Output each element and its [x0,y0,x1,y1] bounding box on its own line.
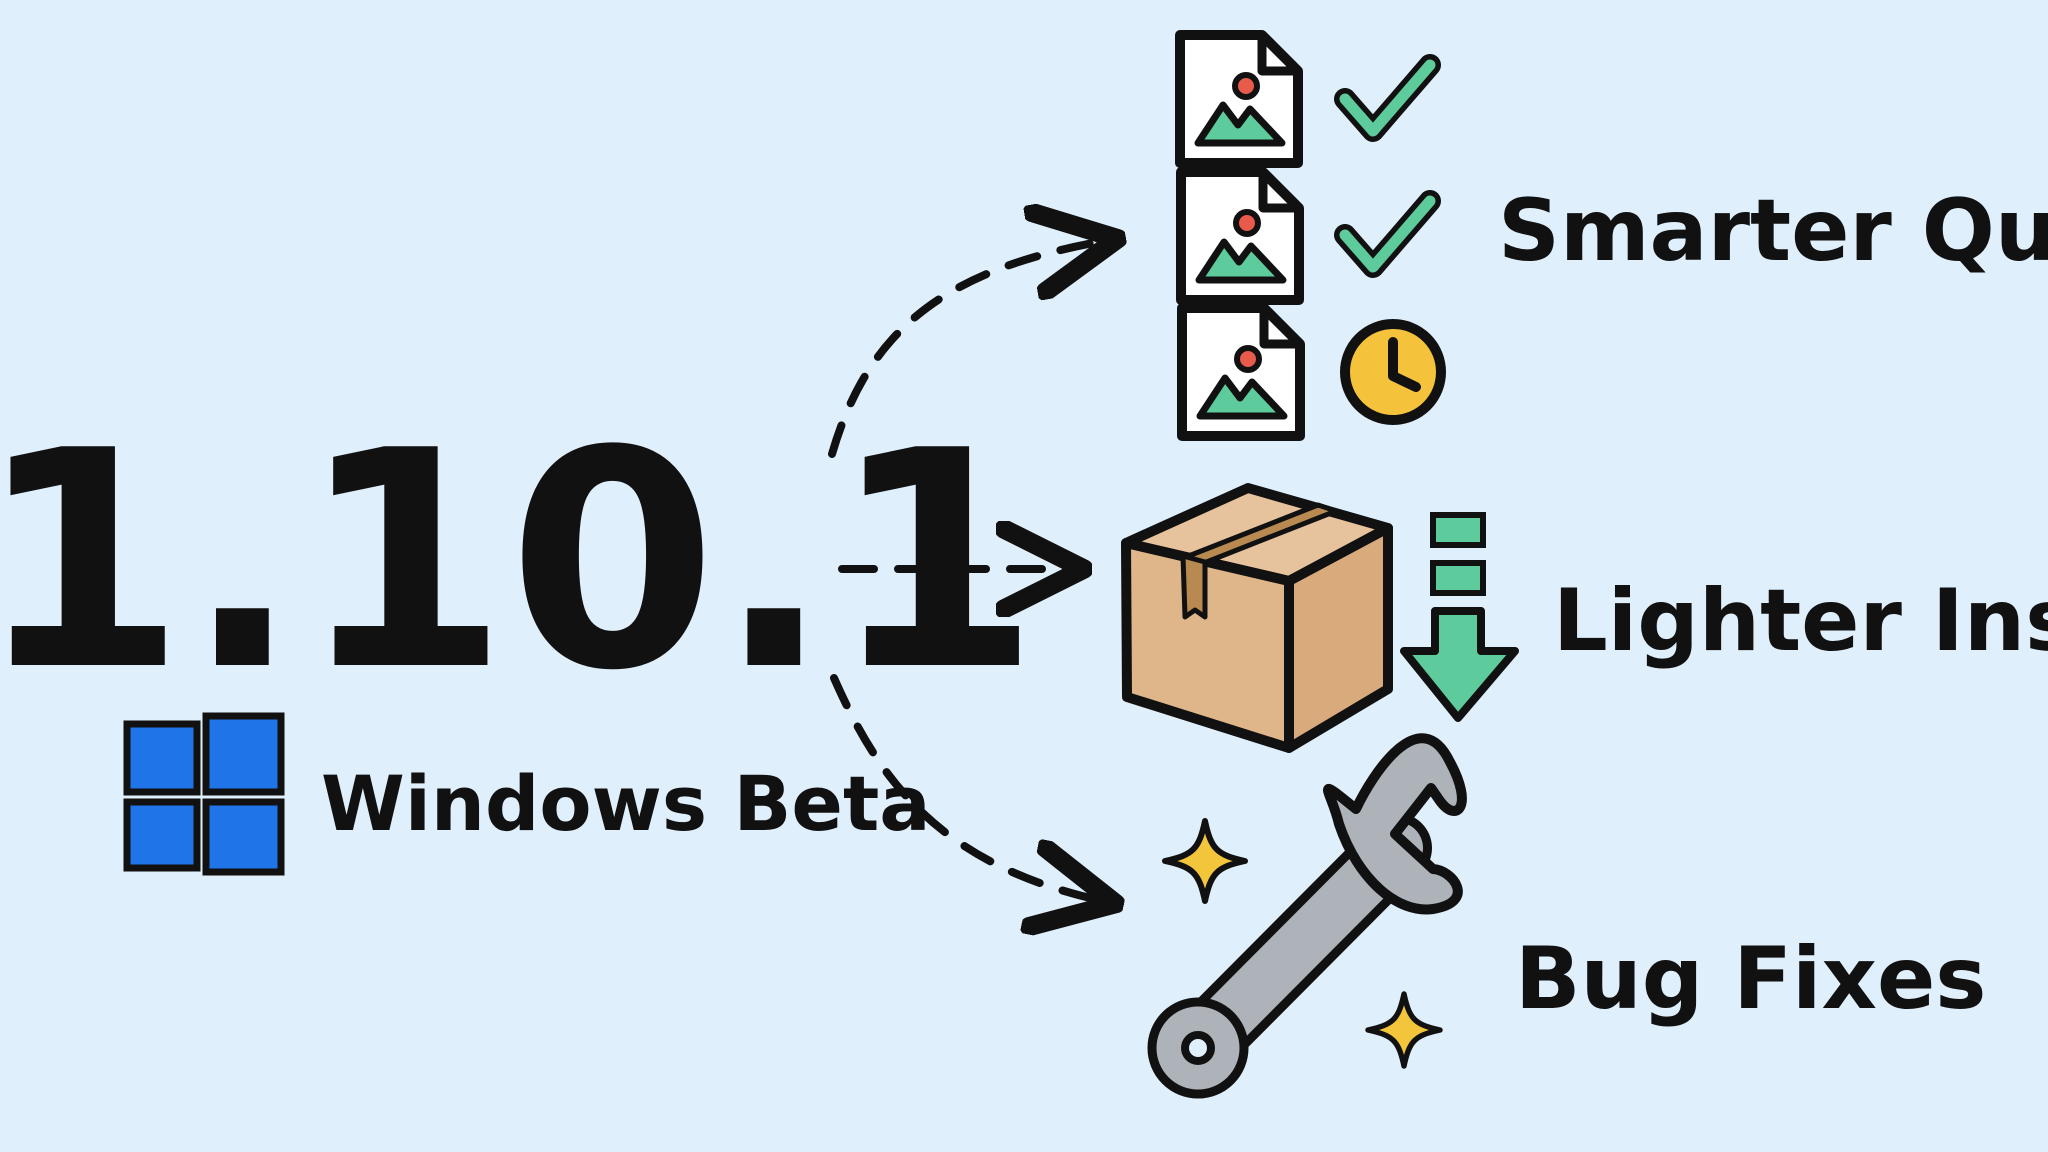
image-file-icon [1181,172,1299,300]
image-file-icon [1180,35,1298,163]
wrench-icon [1147,733,1467,1099]
feature-label-lighter-install: Lighter Install [1553,571,2048,671]
download-arrow-icon [1400,512,1519,722]
package-icon [1121,483,1393,753]
image-file-icon [1182,308,1300,436]
platform-label: Windows Beta [321,759,931,848]
smarter-quota-feature: Smarter Quota [1180,35,2048,436]
lighter-install-feature: Lighter Install [1121,483,2048,753]
version-title: V1.10.1 [0,387,1040,736]
bug-fixes-arrow [830,674,1108,902]
clock-icon [1340,319,1446,425]
feature-arrows [828,240,1110,902]
windows-logo-icon [123,712,285,876]
feature-label-bug-fixes: Bug Fixes [1515,929,1987,1029]
quota-arrow [828,240,1110,458]
bug-fixes-feature: Bug Fixes [1147,733,1987,1099]
feature-label-smarter-quota: Smarter Quota [1498,181,2048,281]
quota-file-row-3 [1182,308,1446,436]
version-section: V1.10.1 Windows Beta [0,387,1040,876]
